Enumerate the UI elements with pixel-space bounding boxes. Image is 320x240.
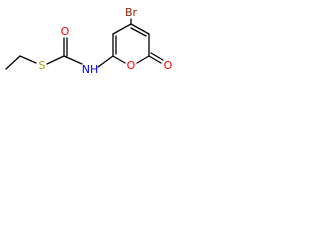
- bond-n-ring-c6: [97, 55, 114, 68]
- ring-oxygen-label: O: [127, 59, 136, 72]
- bond-o1-c6: [112, 55, 126, 64]
- carbonyl-oxygen-label: O: [61, 25, 70, 38]
- amide-nh-label: NH: [82, 63, 99, 76]
- lactone-oxygen-label: O: [164, 59, 173, 72]
- bond-ch3-ch2: [5, 55, 21, 70]
- bond-c2-o-exo-2: [150, 52, 164, 61]
- bromine-label: Br: [125, 6, 138, 19]
- bond-carbonyl-c-n: [63, 55, 83, 65]
- bond-c5-c4: [112, 23, 132, 35]
- bond-c4-c3-inner: [130, 27, 147, 37]
- bond-c4-c3: [130, 23, 150, 35]
- bond-c2-o1: [136, 55, 150, 64]
- bond-ch2-s: [19, 55, 37, 64]
- sulfur-label: S: [39, 59, 46, 72]
- bond-s-carbonyl-c: [46, 55, 65, 65]
- bond-lines: [5, 18, 164, 70]
- bond-c2-o-exo-1: [148, 55, 162, 64]
- molecule-diagram: S O NH O O Br: [5, 6, 173, 76]
